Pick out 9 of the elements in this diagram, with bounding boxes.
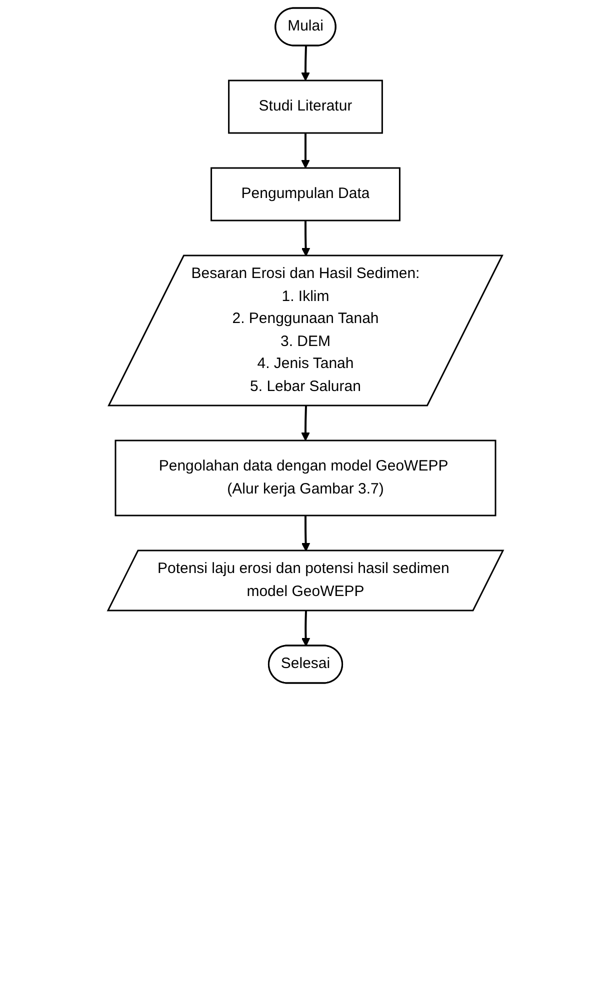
arrow (300, 46, 310, 81)
arrow (300, 610, 310, 646)
node-box: Pengumpulan Data (210, 167, 400, 222)
arrow (300, 133, 310, 168)
arrow (300, 516, 310, 552)
node-box: Studi Literatur (228, 80, 382, 134)
arrow (300, 220, 310, 256)
node-box: Pengolahan data dengan model GeoWEPP (Alur kerja Gambar 3.7) (114, 440, 496, 516)
arrow (300, 406, 310, 441)
